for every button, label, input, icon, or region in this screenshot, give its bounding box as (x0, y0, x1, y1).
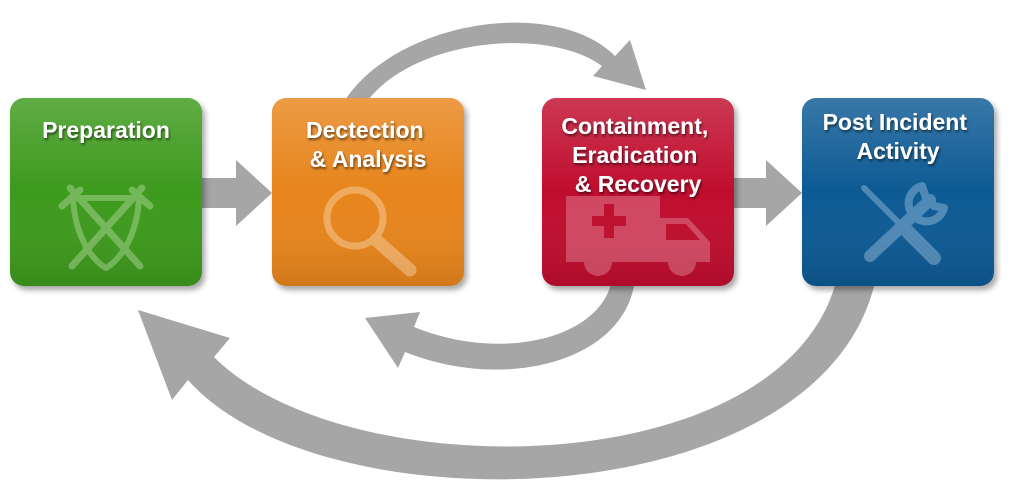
stage-gloss-detection (272, 98, 464, 286)
stage-preparation: Preparation (10, 98, 202, 286)
svg-text:Post Incident Activity: Post Incident Activity (823, 109, 974, 164)
ambulance-icon (566, 196, 710, 276)
stage-post-incident: Post Incident Activity (802, 98, 994, 286)
arc-arrow-post-incident-to-preparation (138, 282, 875, 480)
stage-label-containment-line1: Containment, (561, 113, 708, 139)
stage-label-post-incident-line1: Post Incident (823, 109, 968, 135)
stage-label-containment-line2: Eradication (572, 142, 697, 168)
arc-arrow-containment-to-detection (365, 280, 635, 370)
stage-label-containment-line3: & Recovery (575, 171, 702, 197)
wrench-screwdriver-icon (861, 182, 948, 265)
arc-arrow-detection-to-containment (338, 22, 646, 112)
stage-gloss-post-incident (802, 98, 994, 286)
svg-text:Preparation: Preparation (42, 117, 170, 143)
stage-label-post-incident-line2: Activity (856, 138, 939, 164)
flow-arrows (138, 22, 875, 480)
svg-text:Dectection & Analysis: Dectection & Analysis (306, 117, 430, 172)
stage-containment: Containment, Eradication & Recovery (542, 98, 734, 286)
stage-gloss-preparation (10, 98, 202, 286)
stage-label-preparation-line1: Preparation (42, 117, 170, 143)
stage-label-detection-line1: Dectection (306, 117, 424, 143)
arrow-preparation-to-detection (200, 160, 272, 226)
stage-label-detection-line2: & Analysis (310, 146, 427, 172)
stage-gloss-containment (542, 98, 734, 286)
arrow-containment-to-post-incident (730, 160, 802, 226)
crossed-swords-shield-icon (58, 184, 154, 271)
stage-detection: Dectection & Analysis (272, 98, 464, 286)
magnifier-icon (323, 186, 417, 277)
svg-text:Containment, Eradication: Containment, Eradication & Recovery (561, 113, 714, 197)
